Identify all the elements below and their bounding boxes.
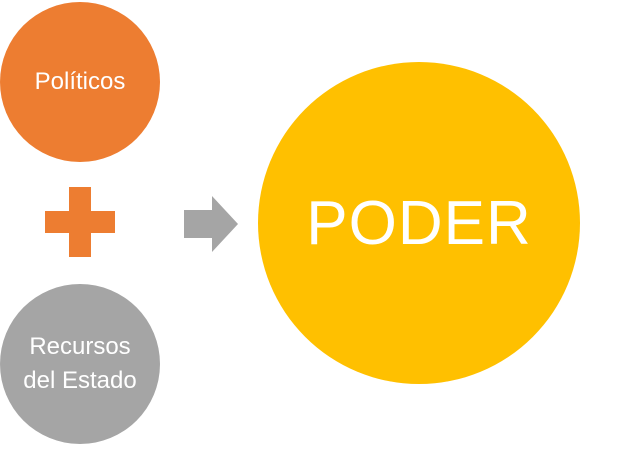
arrow-right-icon <box>184 196 238 252</box>
poder-label: PODER <box>306 188 532 258</box>
plus-icon <box>45 187 115 257</box>
poder-circle: PODER <box>258 62 580 384</box>
politicos-circle: Políticos <box>0 2 160 162</box>
politicos-label: Políticos <box>34 68 126 95</box>
recursos-del-estado-label: Recursos del Estado <box>23 333 137 394</box>
recursos-del-estado-circle: Recursos del Estado <box>0 284 160 444</box>
